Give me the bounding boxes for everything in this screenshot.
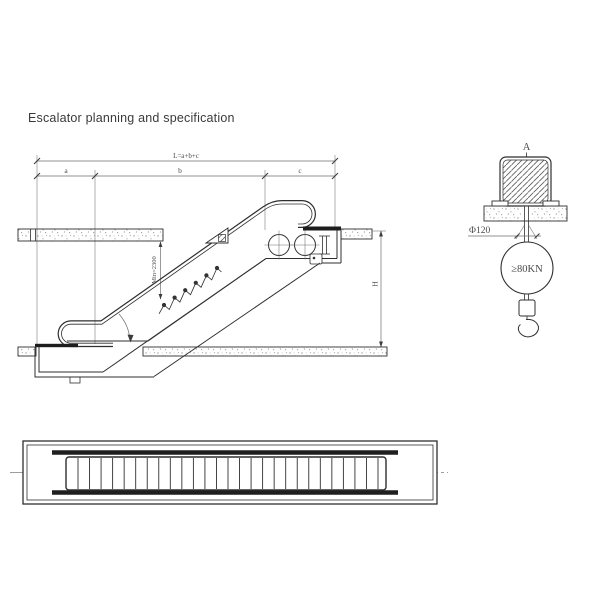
dim-c-label: c (298, 166, 302, 175)
rise-label: H (371, 281, 380, 287)
headroom-dimension: Min=2300 (151, 241, 163, 300)
top-landing-plate (303, 226, 341, 231)
elevation-view: L=a+b+c a b c Min=2300 (17, 152, 388, 384)
load-label: ≥80KN (511, 264, 543, 275)
headroom-label: Min=2300 (151, 256, 158, 284)
page-title: Escalator planning and specification (28, 111, 235, 125)
detail-section-label: A (523, 142, 531, 153)
angle-arc (118, 313, 134, 343)
hole-diameter-label: Φ120 (469, 226, 490, 236)
dimension-extension-lines (36, 155, 336, 347)
tension-jack (309, 235, 330, 265)
bottom-landing-plate (35, 343, 78, 348)
lower-landing-pit (34, 343, 154, 384)
plan-skirt-frame (65, 456, 387, 491)
drive-wheel-1 (264, 230, 294, 260)
machine-room (264, 226, 342, 265)
escalator-handrail (57, 200, 316, 348)
dim-total-label: L=a+b+c (173, 152, 199, 160)
rise-dimension: H (371, 230, 383, 348)
dim-b-label: b (178, 166, 182, 175)
plan-inner-frame (26, 444, 434, 501)
dim-a-label: a (64, 166, 68, 175)
detail-floor-slab (483, 200, 568, 222)
detail-a-view: A Φ120 ≥80KN (468, 142, 568, 338)
lifting-pad (499, 156, 552, 207)
load-ball: ≥80KN (500, 241, 554, 295)
escalator-truss (102, 258, 321, 377)
hook-assembly (517, 294, 539, 338)
upper-floor-slab-right (340, 228, 386, 240)
upper-floor-slab-left (17, 228, 164, 242)
support-marker (204, 227, 229, 244)
hook-icon (517, 318, 539, 338)
escalator-steps (158, 265, 222, 314)
lower-floor-slab-left (17, 346, 37, 357)
suspension-rod (524, 206, 529, 243)
dimension-total-length: L=a+b+c (33, 152, 339, 165)
dimension-abc: a b c (33, 166, 339, 180)
skirt-deck-line (67, 258, 337, 342)
plan-view (10, 440, 448, 505)
plan-step-lines (77, 458, 379, 489)
lower-floor-slab-right (142, 346, 388, 357)
hole-diameter-dimension: Φ120 (468, 224, 541, 240)
drive-wheel-2 (290, 230, 320, 260)
